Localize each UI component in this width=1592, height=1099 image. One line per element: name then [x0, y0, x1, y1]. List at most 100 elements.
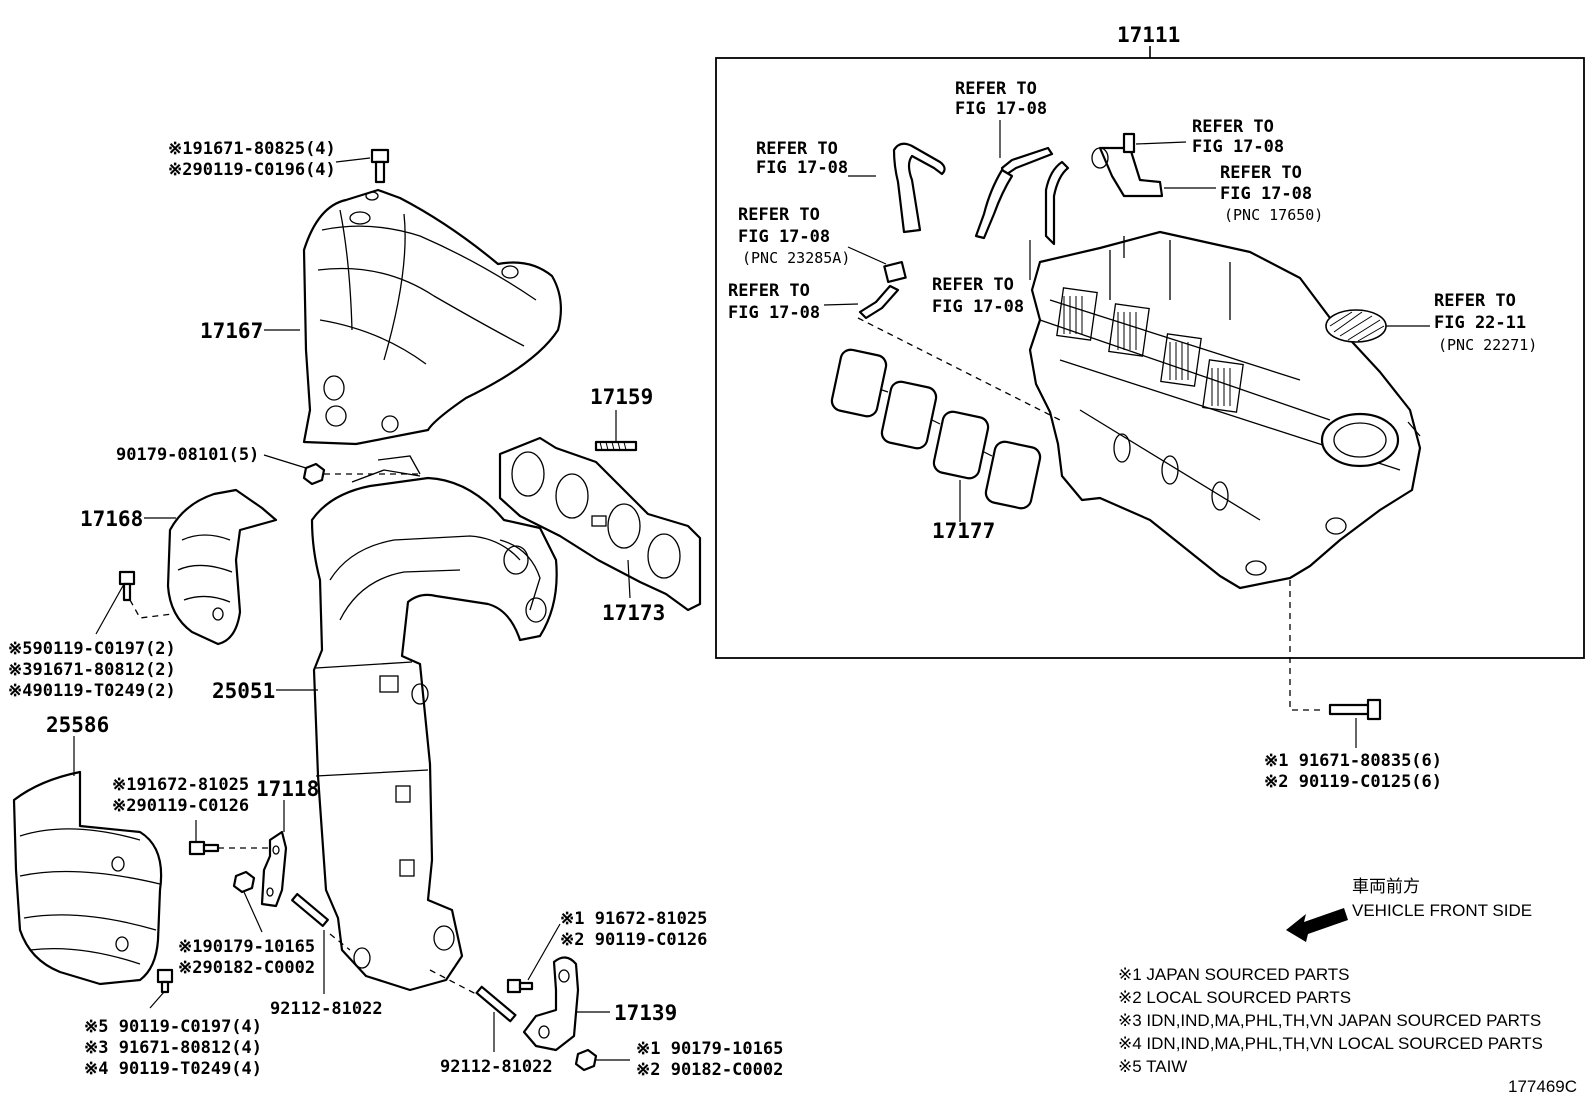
- ref-tag: REFER TO: [955, 79, 1037, 99]
- ref-fig: FIG 17-08: [1220, 184, 1312, 204]
- ref-fig: FIG 17-08: [932, 297, 1024, 317]
- throttle-gasket-drawing: [1325, 309, 1430, 343]
- label-nut-17118-1: ※190179-10165: [178, 937, 315, 957]
- exhaust-gasket-17173-drawing: [498, 436, 702, 612]
- manifold-bolt-drawing: [1328, 698, 1382, 721]
- legend-line-1: ※1 JAPAN SOURCED PARTS: [1118, 965, 1350, 984]
- label-17159: 17159: [590, 385, 653, 409]
- leader-insulator-nut: [263, 454, 307, 469]
- intake-gaskets-drawing: [830, 348, 1042, 510]
- bolt-17168-drawing: [118, 570, 136, 602]
- ref-tag: REFER TO: [1220, 163, 1302, 183]
- legend-line-3: ※3 IDN,IND,MA,PHL,TH,VN JAPAN SOURCED PA…: [1118, 1011, 1541, 1030]
- stud-a-dash: [329, 933, 351, 951]
- vehicle-front-arrow-icon: [1286, 908, 1348, 942]
- leader-bolt-17168: [95, 583, 125, 635]
- label-17139: 17139: [614, 1001, 677, 1025]
- ref-tag: REFER TO: [1192, 117, 1274, 137]
- ref-tag: REFER TO: [738, 205, 820, 225]
- pnc-note: (PNC 23285A): [742, 249, 850, 267]
- ref-label-hose-a: REFER TO FIG 17-08: [756, 139, 848, 178]
- intake-manifold-group-box: [715, 57, 1585, 659]
- ref-tag: REFER TO: [728, 281, 810, 301]
- label-bolt-manifold-1: ※1 91671-80835(6): [1264, 751, 1442, 771]
- ref-tag: REFER TO: [1434, 291, 1516, 311]
- stud-b-drawing: [475, 985, 517, 1023]
- heat-insulator-25586-drawing: [12, 770, 163, 986]
- bracket-17118-drawing: [260, 830, 288, 908]
- ref-label-vsv: REFER TO FIG 17-08 (PNC 17650): [1220, 163, 1323, 224]
- label-bolt-17168-2: ※391671-80812(2): [8, 660, 176, 680]
- leader-bolt-17139: [527, 923, 561, 981]
- label-bolt-top-2: ※290119-C0196(4): [168, 160, 336, 180]
- nut-17139-drawing: [574, 1048, 598, 1072]
- ref-fig: FIG 17-08: [728, 303, 820, 323]
- label-17177: 17177: [932, 519, 995, 543]
- pnc-note: (PNC 17650): [1224, 206, 1323, 224]
- ref-label-hose-b: REFER TO FIG 17-08 (PNC 23285A): [738, 205, 850, 267]
- leader-ref-hose-c: [823, 303, 859, 306]
- ref-fig: FIG 17-08: [738, 227, 830, 247]
- bolt-25586-drawing: [156, 968, 174, 994]
- pnc-note: (PNC 22271): [1438, 336, 1537, 354]
- bracket-17139-drawing: [522, 956, 580, 1052]
- leader-insulator-bolt: [335, 157, 371, 163]
- label-17118: 17118: [256, 777, 319, 801]
- leader-ref-bolt: [1135, 141, 1187, 145]
- label-17173: 17173: [602, 601, 665, 625]
- leader-ref-hose-b: [847, 246, 887, 265]
- heat-insulator-17168-drawing: [166, 488, 278, 646]
- label-bolt-25586-3: ※4 90119-T0249(4): [84, 1059, 262, 1079]
- stud-17159-drawing: [594, 440, 638, 452]
- vehicle-front-en: VEHICLE FRONT SIDE: [1352, 901, 1532, 920]
- legend-line-4: ※4 IDN,IND,MA,PHL,TH,VN LOCAL SOURCED PA…: [1118, 1034, 1543, 1053]
- label-bolt-17168-1: ※590119-C0197(2): [8, 639, 176, 659]
- ref-label-bolt: REFER TO FIG 17-08: [1192, 117, 1284, 157]
- heat-insulator-17167-drawing: [302, 188, 563, 446]
- label-25051: 25051: [212, 679, 275, 703]
- label-bolt-17118-1: ※191672-81025: [112, 775, 249, 795]
- label-stud-b: 92112-81022: [440, 1057, 553, 1077]
- ref-fig: FIG 22-11: [1434, 313, 1526, 333]
- ref-label-hose-e: REFER TO FIG 17-08: [932, 275, 1024, 317]
- ref-label-hose-d: REFER TO FIG 17-08: [955, 79, 1047, 119]
- label-nut-17139-2: ※2 90182-C0002: [636, 1060, 783, 1080]
- vehicle-front-jp: 車両前方: [1352, 877, 1420, 896]
- label-bolt-top-1: ※191671-80825(4): [168, 139, 336, 159]
- label-nut-17139-1: ※1 90179-10165: [636, 1039, 783, 1059]
- leader-manifold-bolt-dash: [1289, 580, 1324, 711]
- bolt-17139-drawing: [506, 978, 534, 994]
- bolt-17118-drawing: [188, 840, 220, 856]
- vacuum-hoses-drawing: [857, 132, 1164, 421]
- ref-fig: FIG 17-08: [955, 99, 1047, 119]
- stud-b-dash: [429, 969, 477, 995]
- stud-a-drawing: [291, 892, 329, 928]
- label-17168: 17168: [80, 507, 143, 531]
- label-bolt-17139-2: ※2 90119-C0126: [560, 930, 707, 950]
- ref-label-hose-c: REFER TO FIG 17-08: [728, 281, 820, 323]
- leader-bolt-25586: [149, 991, 165, 1009]
- label-bolt-manifold-2: ※2 90119-C0125(6): [1264, 772, 1442, 792]
- ref-tag: REFER TO: [932, 275, 1014, 295]
- figure-id: 177469C: [1508, 1077, 1577, 1096]
- label-17111: 17111: [1117, 23, 1180, 47]
- label-bolt-25586-2: ※3 91671-80812(4): [84, 1038, 262, 1058]
- label-stud-a: 92112-81022: [270, 999, 383, 1019]
- leader-nut-17118: [243, 891, 263, 933]
- label-bolt-17168-3: ※490119-T0249(2): [8, 681, 176, 701]
- ref-tag: REFER TO: [756, 139, 838, 159]
- exhaust-manifold-converter-drawing: [310, 455, 558, 992]
- label-25586: 25586: [46, 713, 109, 737]
- label-17167: 17167: [200, 319, 263, 343]
- bolt-17168-dash: [129, 599, 173, 619]
- nut-17118-drawing: [232, 870, 256, 894]
- label-nut-17118-2: ※290182-C0002: [178, 958, 315, 978]
- label-nut-17167: 90179-08101(5): [116, 445, 259, 465]
- ref-fig: FIG 17-08: [756, 158, 848, 178]
- insulator-nut-drawing: [302, 462, 326, 486]
- legend-line-2: ※2 LOCAL SOURCED PARTS: [1118, 988, 1351, 1007]
- label-bolt-17118-2: ※290119-C0126: [112, 796, 249, 816]
- insulator-bolt-drawing: [370, 148, 390, 184]
- label-bolt-17139-1: ※1 91672-81025: [560, 909, 707, 929]
